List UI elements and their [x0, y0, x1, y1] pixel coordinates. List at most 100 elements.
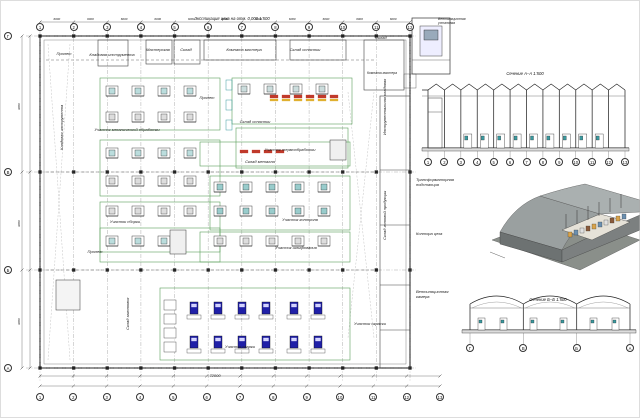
machine-detail — [108, 207, 116, 215]
assembly-machine-base — [258, 348, 274, 354]
section-equipment-detail — [464, 135, 468, 141]
room-label: Пролет — [87, 249, 103, 254]
machine-detail — [318, 85, 326, 93]
assembly-machine-base — [186, 314, 202, 320]
section-equipment-detail — [530, 319, 535, 324]
span-cross — [347, 91, 375, 339]
column — [408, 34, 412, 38]
assembly-machine-panel — [191, 303, 197, 308]
section-equipment — [578, 133, 587, 149]
section-equipment — [611, 317, 620, 331]
section-equipment — [529, 133, 538, 149]
section-a-axis-bubble: 5 — [489, 158, 498, 166]
section-a-axis-bubble: 10 — [571, 158, 580, 166]
building-interior-machine — [615, 215, 621, 222]
machine-detail — [242, 183, 250, 191]
dimension-tick — [371, 374, 376, 378]
section-equipment — [496, 133, 505, 149]
machine-detail — [268, 237, 276, 245]
section-b-axis-bubble: Г — [466, 344, 474, 352]
machine-detail — [242, 207, 250, 215]
building-interior-machine — [579, 227, 585, 234]
section-equipment — [480, 133, 489, 149]
dimension-tick — [238, 374, 242, 378]
dimension-text: 6000 — [188, 17, 195, 21]
building-interior-machine — [567, 231, 573, 238]
machine-detail — [240, 85, 248, 93]
work-zone — [159, 287, 351, 361]
dimension-tick — [71, 384, 76, 388]
column — [38, 34, 42, 38]
indicator-yellow — [293, 98, 303, 102]
axis-bubble-left: А — [4, 364, 12, 372]
assembly-machine-panel — [291, 303, 297, 308]
section-b-title: Сечение Б–Б 1:500 — [529, 297, 567, 302]
equipment-large — [329, 139, 347, 161]
room-label: Участок термообработки — [264, 147, 316, 152]
section-b-truss — [525, 301, 575, 309]
dimension-tick — [438, 384, 442, 388]
machine-detail — [186, 113, 194, 121]
machine-detail — [186, 207, 194, 215]
column — [374, 170, 379, 174]
top-room-label: Склад — [180, 47, 192, 52]
axis-bubble-bottom: 7 — [236, 393, 244, 401]
dimension-tick — [204, 374, 209, 378]
column — [240, 34, 244, 38]
dimension-text: 6000 — [389, 17, 397, 21]
dimension-tick — [171, 374, 176, 378]
booth — [163, 313, 177, 325]
section-a-title: Сечение А–А 1:500 — [506, 71, 544, 76]
room-label: Инструментальная кладовая — [382, 78, 387, 135]
assembly-machine — [313, 301, 323, 315]
room-label: Склад заготовок — [125, 297, 130, 330]
marker-cyan — [225, 99, 233, 111]
work-zone — [99, 77, 221, 131]
assembly-machine-base — [286, 314, 302, 320]
column — [240, 366, 244, 370]
section-a-axis-bubble: 13 — [621, 158, 629, 166]
room-label: Кладовая инструмента — [59, 104, 64, 150]
work-zone — [209, 175, 351, 231]
equipment-large — [55, 279, 81, 311]
section-equipment — [594, 133, 604, 149]
assembly-machine-base — [234, 348, 250, 354]
machine-detail — [186, 149, 194, 157]
top-room-label: Кладовая инструмента — [89, 52, 135, 57]
dimension-tick — [338, 384, 342, 388]
axis-bubble-top: 12 — [406, 23, 414, 31]
building-interior-machine — [585, 225, 591, 232]
axis-bubble-top: 10 — [338, 23, 347, 31]
machine-detail — [108, 177, 116, 185]
assembly-machine-panel — [215, 303, 221, 308]
room-label: Комната мастера — [367, 71, 397, 75]
axis-bubble-top: 7 — [237, 23, 246, 31]
section-a-axis-bubble: 11 — [588, 158, 597, 166]
axis-bubble-bottom: 11 — [369, 393, 378, 401]
assembly-machine-panel — [239, 337, 245, 342]
dimension-text: 6000 — [120, 17, 128, 21]
dimension-tick — [304, 374, 309, 378]
indicator-red — [317, 94, 327, 99]
section-a-axis-bubble: 3 — [456, 158, 465, 166]
building-interior-machine — [609, 217, 615, 224]
ventilation-room — [411, 17, 451, 75]
indicator-red — [251, 149, 261, 154]
dimension-tick — [38, 384, 42, 388]
top-room-label: Комната мастера — [226, 47, 262, 52]
marker-cyan — [225, 119, 233, 131]
assembly-machine — [189, 301, 199, 315]
booth — [163, 341, 177, 353]
dimension-text: 6000 — [154, 17, 162, 21]
dimension-tick — [28, 268, 32, 272]
assembly-machine — [289, 335, 299, 349]
indicator-yellow — [329, 98, 339, 102]
dimension-tick — [28, 170, 32, 174]
dimension-tick — [304, 384, 309, 388]
dimension-tick — [20, 268, 24, 272]
axis-bubble-bottom: 8 — [269, 393, 278, 401]
column — [374, 366, 379, 370]
top-room-label: Мастерская — [146, 47, 170, 52]
